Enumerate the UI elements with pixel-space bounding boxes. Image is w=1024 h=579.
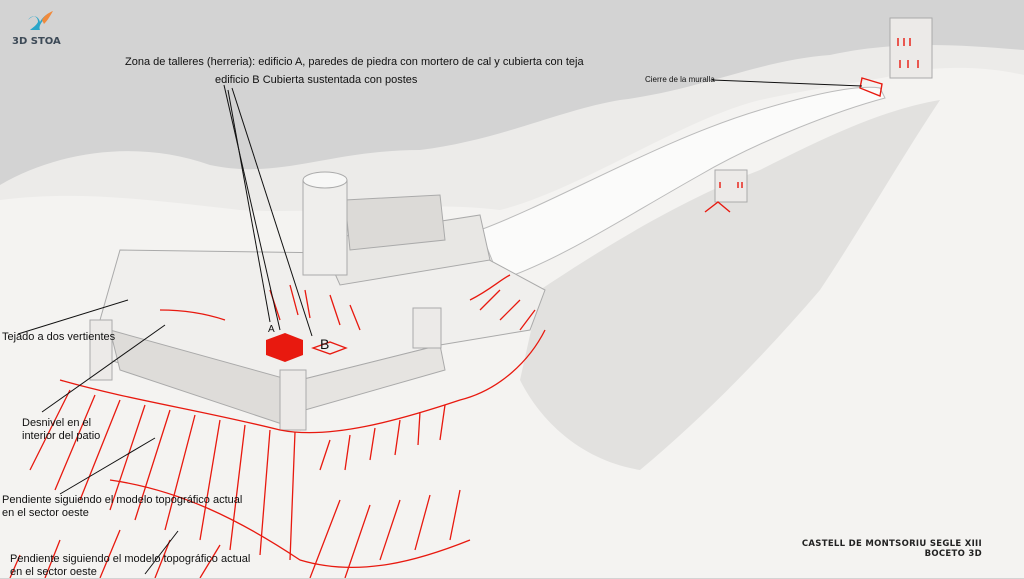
leader-lines bbox=[17, 79, 863, 575]
building-b-label: B bbox=[320, 336, 330, 352]
castle bbox=[89, 17, 933, 431]
annotation-courtyard-line2: interior del patio bbox=[22, 430, 101, 442]
logo-icon bbox=[28, 11, 53, 30]
hill-shadow bbox=[520, 100, 940, 470]
render-title: CASTELL DE MONTSORIU SEGLE XIII BOCETO 3… bbox=[802, 539, 982, 559]
annotation-slope1-line1: Pendiente siguiendo el modelo topográfic… bbox=[2, 494, 243, 506]
annotation-courtyard-line1: Desnivel en el bbox=[22, 417, 92, 429]
annotation-slope2-line1: Pendiente siguiendo el modelo topográfic… bbox=[10, 553, 251, 565]
annotation-workshops-line2: edificio B Cubierta sustentada con poste… bbox=[215, 74, 418, 86]
logo-text: 3D STOA bbox=[12, 36, 61, 47]
wall-walk bbox=[479, 86, 886, 281]
annotation-gable-roof: Tejado a dos vertientes bbox=[2, 331, 116, 343]
annotation-workshops-line1: Zona de talleres (herreria): edificio A,… bbox=[125, 56, 584, 68]
building-a-label: A bbox=[268, 324, 275, 335]
render-title-line2: BOCETO 3D bbox=[924, 549, 982, 559]
building-a bbox=[266, 333, 303, 362]
building-b bbox=[311, 341, 348, 355]
annotation-wall-closure: Cierre de la muralla bbox=[645, 75, 715, 84]
tower-marks bbox=[704, 38, 919, 213]
annotation-slope2-line2: en el sector oeste bbox=[10, 566, 97, 578]
render-title-line1: CASTELL DE MONTSORIU SEGLE XIII bbox=[801, 539, 982, 549]
slope-hatching bbox=[9, 274, 546, 578]
annotation-slope1-line2: en el sector oeste bbox=[2, 507, 89, 519]
